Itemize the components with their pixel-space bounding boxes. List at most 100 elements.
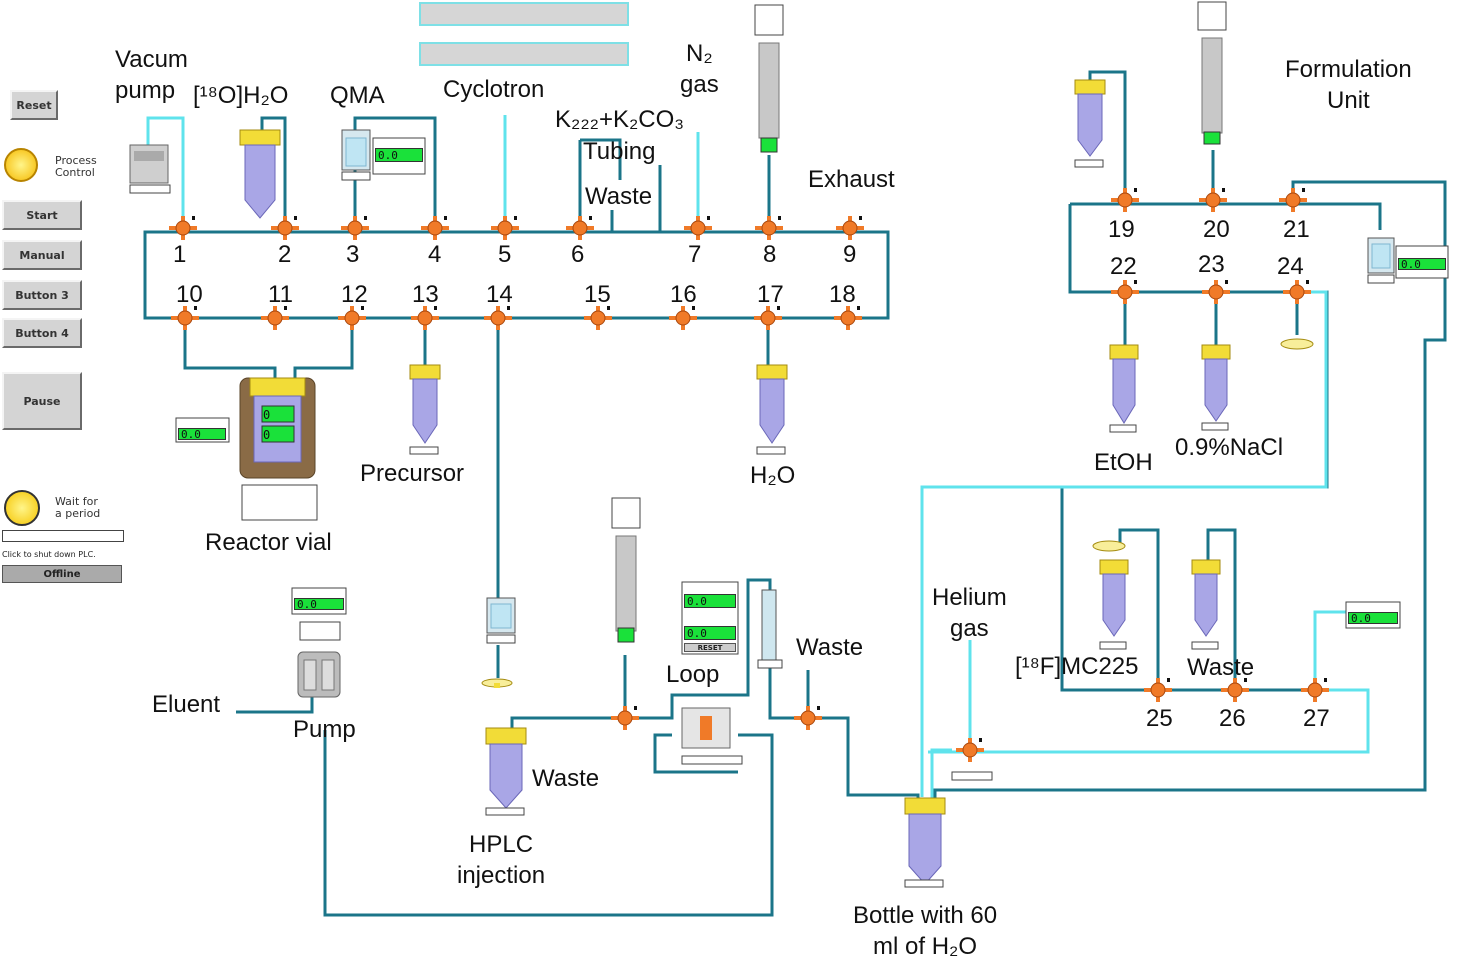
valve-group[interactable] [169, 188, 1329, 762]
process-control-icon[interactable] [4, 148, 38, 182]
valve-22[interactable] [1111, 280, 1139, 304]
readout-pump: 0.0 [294, 598, 344, 611]
label-waste-mid: Waste [796, 634, 864, 661]
label-k222: K₂₂₂+K₂CO₃ [555, 106, 685, 133]
readout-reactor-temp: 0.0 [178, 428, 226, 441]
valve-10[interactable] [171, 306, 199, 330]
valve-number-14: 14 [486, 281, 513, 308]
reactor-info [241, 484, 318, 521]
pipe-column-out [768, 665, 920, 800]
valve-9[interactable] [836, 216, 864, 240]
vial-etoh [1109, 344, 1139, 433]
valve-25[interactable] [1144, 678, 1172, 702]
pipe-waste26 [1206, 528, 1237, 685]
valve-24[interactable] [1283, 280, 1311, 304]
label-reactor-vial: Reactor vial [205, 529, 332, 556]
valve-16[interactable] [669, 306, 697, 330]
valve-27[interactable] [1301, 678, 1329, 702]
valve-number-17: 17 [757, 281, 784, 308]
valve-19[interactable] [1111, 188, 1139, 212]
readout-reactor-b: 0 [263, 428, 271, 442]
wait-label: Wait for a period [55, 495, 101, 521]
label-o18-water: [¹⁸O]H₂O [193, 82, 289, 109]
valve-3[interactable] [341, 216, 369, 240]
label-formulation-unit: Formulation Unit [1285, 56, 1412, 115]
valve-17[interactable] [754, 306, 782, 330]
pipe-vacuum [146, 116, 185, 220]
valve-number-3: 3 [346, 241, 360, 268]
reset-button[interactable]: Reset [10, 90, 58, 120]
label-eluent: Eluent [152, 691, 221, 718]
vial-hplc-injection [485, 727, 527, 816]
valve-number-20: 20 [1203, 216, 1230, 243]
pipe-o18 [260, 116, 287, 220]
helium-tag [951, 771, 993, 781]
valve-number-23: 23 [1198, 251, 1225, 278]
label-h2o: H₂O [750, 462, 796, 489]
offline-button[interactable]: Offline [2, 565, 122, 583]
valve-21[interactable] [1279, 188, 1307, 212]
valve-4[interactable] [421, 216, 449, 240]
valve-18[interactable] [834, 306, 862, 330]
valve-number-10: 10 [176, 281, 203, 308]
button-3[interactable]: Button 3 [2, 280, 82, 310]
pipe-cyan-big [920, 290, 1328, 797]
readout-hplc-1: 0.0 [684, 594, 736, 608]
filter-24 [1280, 338, 1314, 350]
valve-20[interactable] [1199, 188, 1227, 212]
top-status-bar-1 [419, 2, 629, 26]
hplc-column [486, 597, 516, 644]
pause-button[interactable]: Pause [2, 372, 82, 430]
valve-13[interactable] [411, 306, 439, 330]
valve-aux-2[interactable] [794, 706, 822, 730]
label-loop: Loop [666, 661, 720, 688]
readout-27: 0.0 [1348, 612, 1398, 625]
label-vacum-pump: Vacum pump [115, 46, 188, 105]
valve-number-6: 6 [571, 241, 585, 268]
manual-button[interactable]: Manual [2, 240, 82, 270]
pipe-upper-rail [143, 230, 890, 320]
syringe-hplc [611, 497, 641, 643]
valve-11[interactable] [261, 306, 289, 330]
valve-aux-1[interactable] [611, 706, 639, 730]
valve-number-15: 15 [584, 281, 611, 308]
timer-icon [4, 490, 40, 526]
pipe-qma-out [353, 116, 437, 220]
valve-7[interactable] [684, 216, 712, 240]
valve-number-19: 19 [1108, 216, 1135, 243]
label-bottle: Bottle with 60 ml of H₂O [853, 902, 998, 961]
valve-number-16: 16 [670, 281, 697, 308]
pipe-reactor [183, 318, 277, 380]
valve-26[interactable] [1221, 678, 1249, 702]
prep-column [757, 589, 783, 669]
valve-1[interactable] [169, 216, 197, 240]
reactor-vial [239, 377, 316, 479]
valve-14[interactable] [484, 306, 512, 330]
valve-5[interactable] [491, 216, 519, 240]
valve-6[interactable] [566, 216, 594, 240]
pipe-21 [933, 180, 1447, 800]
label-waste-hplc: Waste [532, 765, 600, 792]
wait-progress [2, 530, 124, 542]
filter-hplc [481, 678, 513, 688]
valve-23[interactable] [1202, 280, 1230, 304]
button-4[interactable]: Button 4 [2, 318, 82, 348]
valve-8[interactable] [755, 216, 783, 240]
vial-formulation-top [1074, 79, 1106, 168]
valve-12[interactable] [338, 306, 366, 330]
vial-nacl [1201, 344, 1231, 431]
label-n2-gas: N₂ gas [680, 40, 719, 99]
label-nacl: 0.9%NaCl [1175, 434, 1284, 461]
pipe-mc225 [1118, 528, 1160, 685]
readout-formulation: 0.0 [1398, 258, 1446, 271]
vial-o18 [239, 129, 281, 219]
hplc-reset-button[interactable]: RESET [684, 643, 736, 652]
valve-aux-3[interactable] [956, 738, 984, 762]
start-button[interactable]: Start [2, 200, 82, 230]
hplc-pump [297, 651, 341, 698]
valve-2[interactable] [271, 216, 299, 240]
vial-precursor [409, 364, 441, 455]
vial-mc225 [1099, 559, 1129, 650]
valve-15[interactable] [584, 306, 612, 330]
